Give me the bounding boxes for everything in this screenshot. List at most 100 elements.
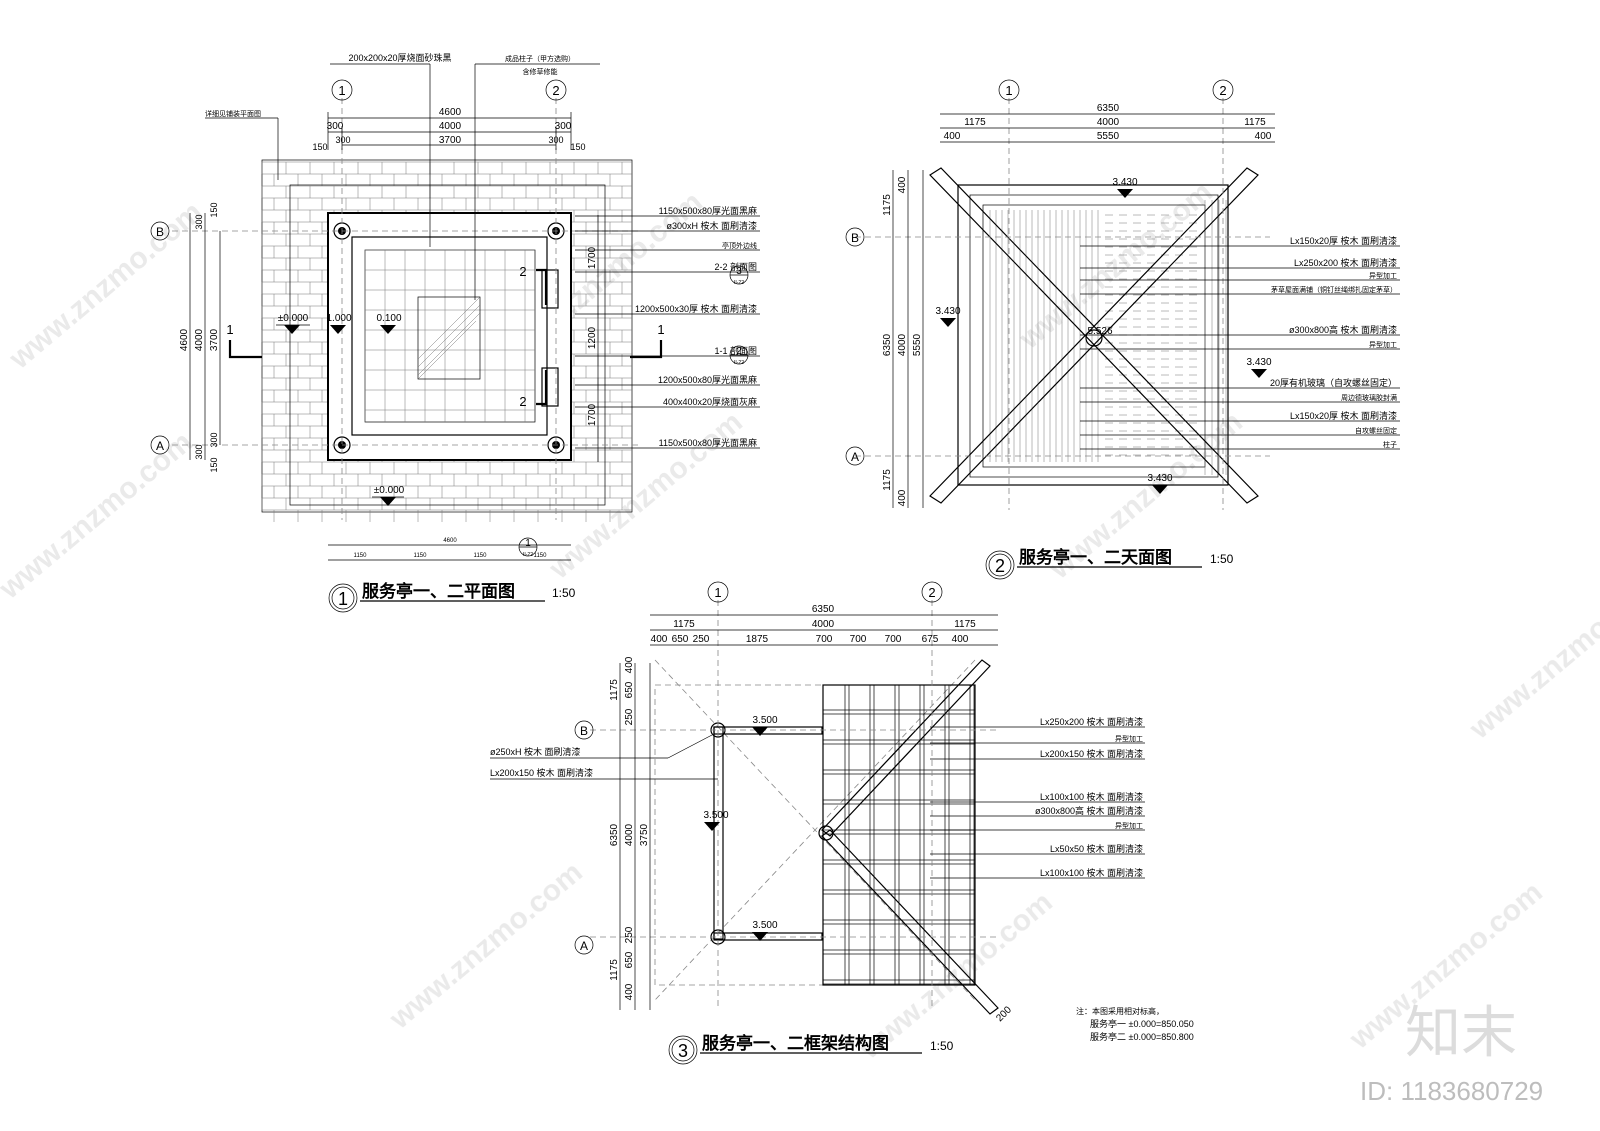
dim-text: 300 <box>194 444 204 459</box>
svg-text:II-22: II-22 <box>523 552 533 558</box>
leader-line <box>667 734 713 759</box>
dim-text: 150 <box>209 202 219 217</box>
dimension-lines-left <box>892 170 924 508</box>
axis-bubble: A <box>574 935 594 955</box>
callout-label: 1-1 剖面图 <box>714 345 757 356</box>
svg-text:1: 1 <box>1005 83 1012 98</box>
dim-text: 4000 <box>194 328 205 351</box>
dim-text: 1700 <box>587 403 598 426</box>
section-ref-bubble: 1II-22 <box>518 537 538 558</box>
dim-text: 400 <box>1255 131 1272 142</box>
dim-text: 300 <box>555 121 572 132</box>
section-mark: 1 <box>226 322 262 359</box>
floor-inner <box>351 236 548 436</box>
svg-text:3.430: 3.430 <box>935 306 960 317</box>
dim-text: 4600 <box>439 107 462 118</box>
diagonal-beam <box>821 829 999 1015</box>
dim-text: 4000 <box>897 333 908 356</box>
svg-text:1: 1 <box>714 585 721 600</box>
dim-text: 400 <box>651 634 668 645</box>
purlin <box>894 684 900 986</box>
brand-watermark: 知末 ID: 1183680729 <box>1360 1001 1543 1106</box>
callout-label: 异型加工 <box>1115 821 1143 830</box>
dimension-lines-top <box>940 113 1275 143</box>
dim-text: 1200 <box>587 326 598 349</box>
svg-text:2: 2 <box>1219 83 1226 98</box>
axis-bubble: 2 <box>545 79 567 101</box>
svg-text:II-22: II-22 <box>734 360 744 366</box>
svg-text:2: 2 <box>519 264 526 279</box>
callout-label: Lx150x20厚 桉木 面刷清漆 <box>1290 235 1397 246</box>
callout-label: 1150x500x80厚光面黑麻 <box>659 437 757 448</box>
plan-1: 1 2 B A 4600 300 4000 300 3700 150 300 3… <box>150 52 760 613</box>
purlin <box>944 684 950 986</box>
dim-text: 1175 <box>1244 117 1266 128</box>
callout-label: 柱子 <box>1383 440 1397 449</box>
dim-text: 700 <box>850 634 867 645</box>
elevation-marker: 3.500 <box>752 715 778 736</box>
dim-text: 700 <box>885 634 902 645</box>
title-text: 服务亭一、二天面图 <box>1019 547 1172 567</box>
elevation-marker: 0.100 <box>376 313 402 334</box>
purlin-grid <box>822 684 976 986</box>
dim-text: 250 <box>624 926 635 943</box>
step <box>541 269 559 309</box>
dim-text: 4000 <box>812 619 835 630</box>
dim-text: 700 <box>816 634 833 645</box>
elevation-marker: 3.430 <box>1112 177 1138 198</box>
callout-label: Lx200x150 桉木 面刷清漆 <box>490 767 593 778</box>
callout-label: Lx250x200 桉木 面刷清漆 <box>1294 257 1397 268</box>
dimension-lines-left <box>189 213 221 460</box>
notes-block: 注：本图采用相对标高， 服务亭一 ±0.000=850.050 服务亭二 ±0.… <box>1076 1006 1194 1042</box>
center-post <box>818 825 834 841</box>
dim-text: 4000 <box>1097 117 1120 128</box>
dim-text: 1175 <box>882 194 893 216</box>
drawing-title: 3 服务亭一、二框架结构图 1:50 <box>668 1033 954 1065</box>
section-mark: 2 <box>519 370 548 409</box>
svg-text:3.430: 3.430 <box>1112 177 1137 188</box>
watermark-text: www.znzmo.com <box>1463 565 1600 746</box>
diagonal-beam <box>929 167 1259 504</box>
section-ref-bubble: 3II-22 <box>729 265 749 286</box>
axis-bubble: 1 <box>707 581 729 603</box>
svg-text:2: 2 <box>995 556 1005 576</box>
dim-text: 300 <box>194 214 204 229</box>
callout-label: 自攻螺丝固定 <box>1355 426 1397 435</box>
axis-bubble: A <box>845 446 865 466</box>
dim-text: 6350 <box>1097 103 1120 114</box>
watermark-text: www.znzmo.com <box>3 195 209 376</box>
dim-text: 300 <box>335 135 350 145</box>
floor-grid <box>364 249 535 422</box>
hatch-line <box>417 320 477 380</box>
dim-text: 1175 <box>882 469 893 491</box>
scale-text: 1:50 <box>552 586 576 600</box>
hatch-lines <box>417 296 481 380</box>
svg-text:2: 2 <box>519 394 526 409</box>
elevation-marker: 3.430 <box>1246 357 1272 378</box>
svg-text:3.430: 3.430 <box>1246 357 1271 368</box>
purlin <box>822 919 976 925</box>
purlin <box>844 684 850 986</box>
svg-text:1: 1 <box>338 83 345 98</box>
scale-text: 1:50 <box>1210 552 1234 566</box>
svg-text:1.000: 1.000 <box>326 313 351 324</box>
dimension-lines-left <box>619 663 651 1010</box>
dimension-lines-top <box>327 112 572 150</box>
title-text: 服务亭一、二框架结构图 <box>702 1033 889 1053</box>
callout-label: 周边德玻璃胶封满 <box>1341 393 1397 402</box>
beam <box>713 726 724 940</box>
callout-label: Lx200x150 桉木 面刷清漆 <box>1040 748 1143 759</box>
callout-label: 异型加工 <box>1369 271 1397 280</box>
dim-text: 400 <box>897 176 908 193</box>
callout-label: 亭顶外边线 <box>722 241 757 250</box>
svg-text:B: B <box>580 724 588 738</box>
axis-bubble: 1 <box>998 79 1020 101</box>
watermark-text: www.znzmo.com <box>543 405 749 586</box>
dim-text: 1700 <box>587 246 598 269</box>
purlin <box>822 889 976 895</box>
axis-bubble: 2 <box>921 581 943 603</box>
axis-bubble: A <box>150 435 170 455</box>
dim-text: 400 <box>624 983 635 1000</box>
elevation-marker: 3.430 <box>935 306 961 327</box>
